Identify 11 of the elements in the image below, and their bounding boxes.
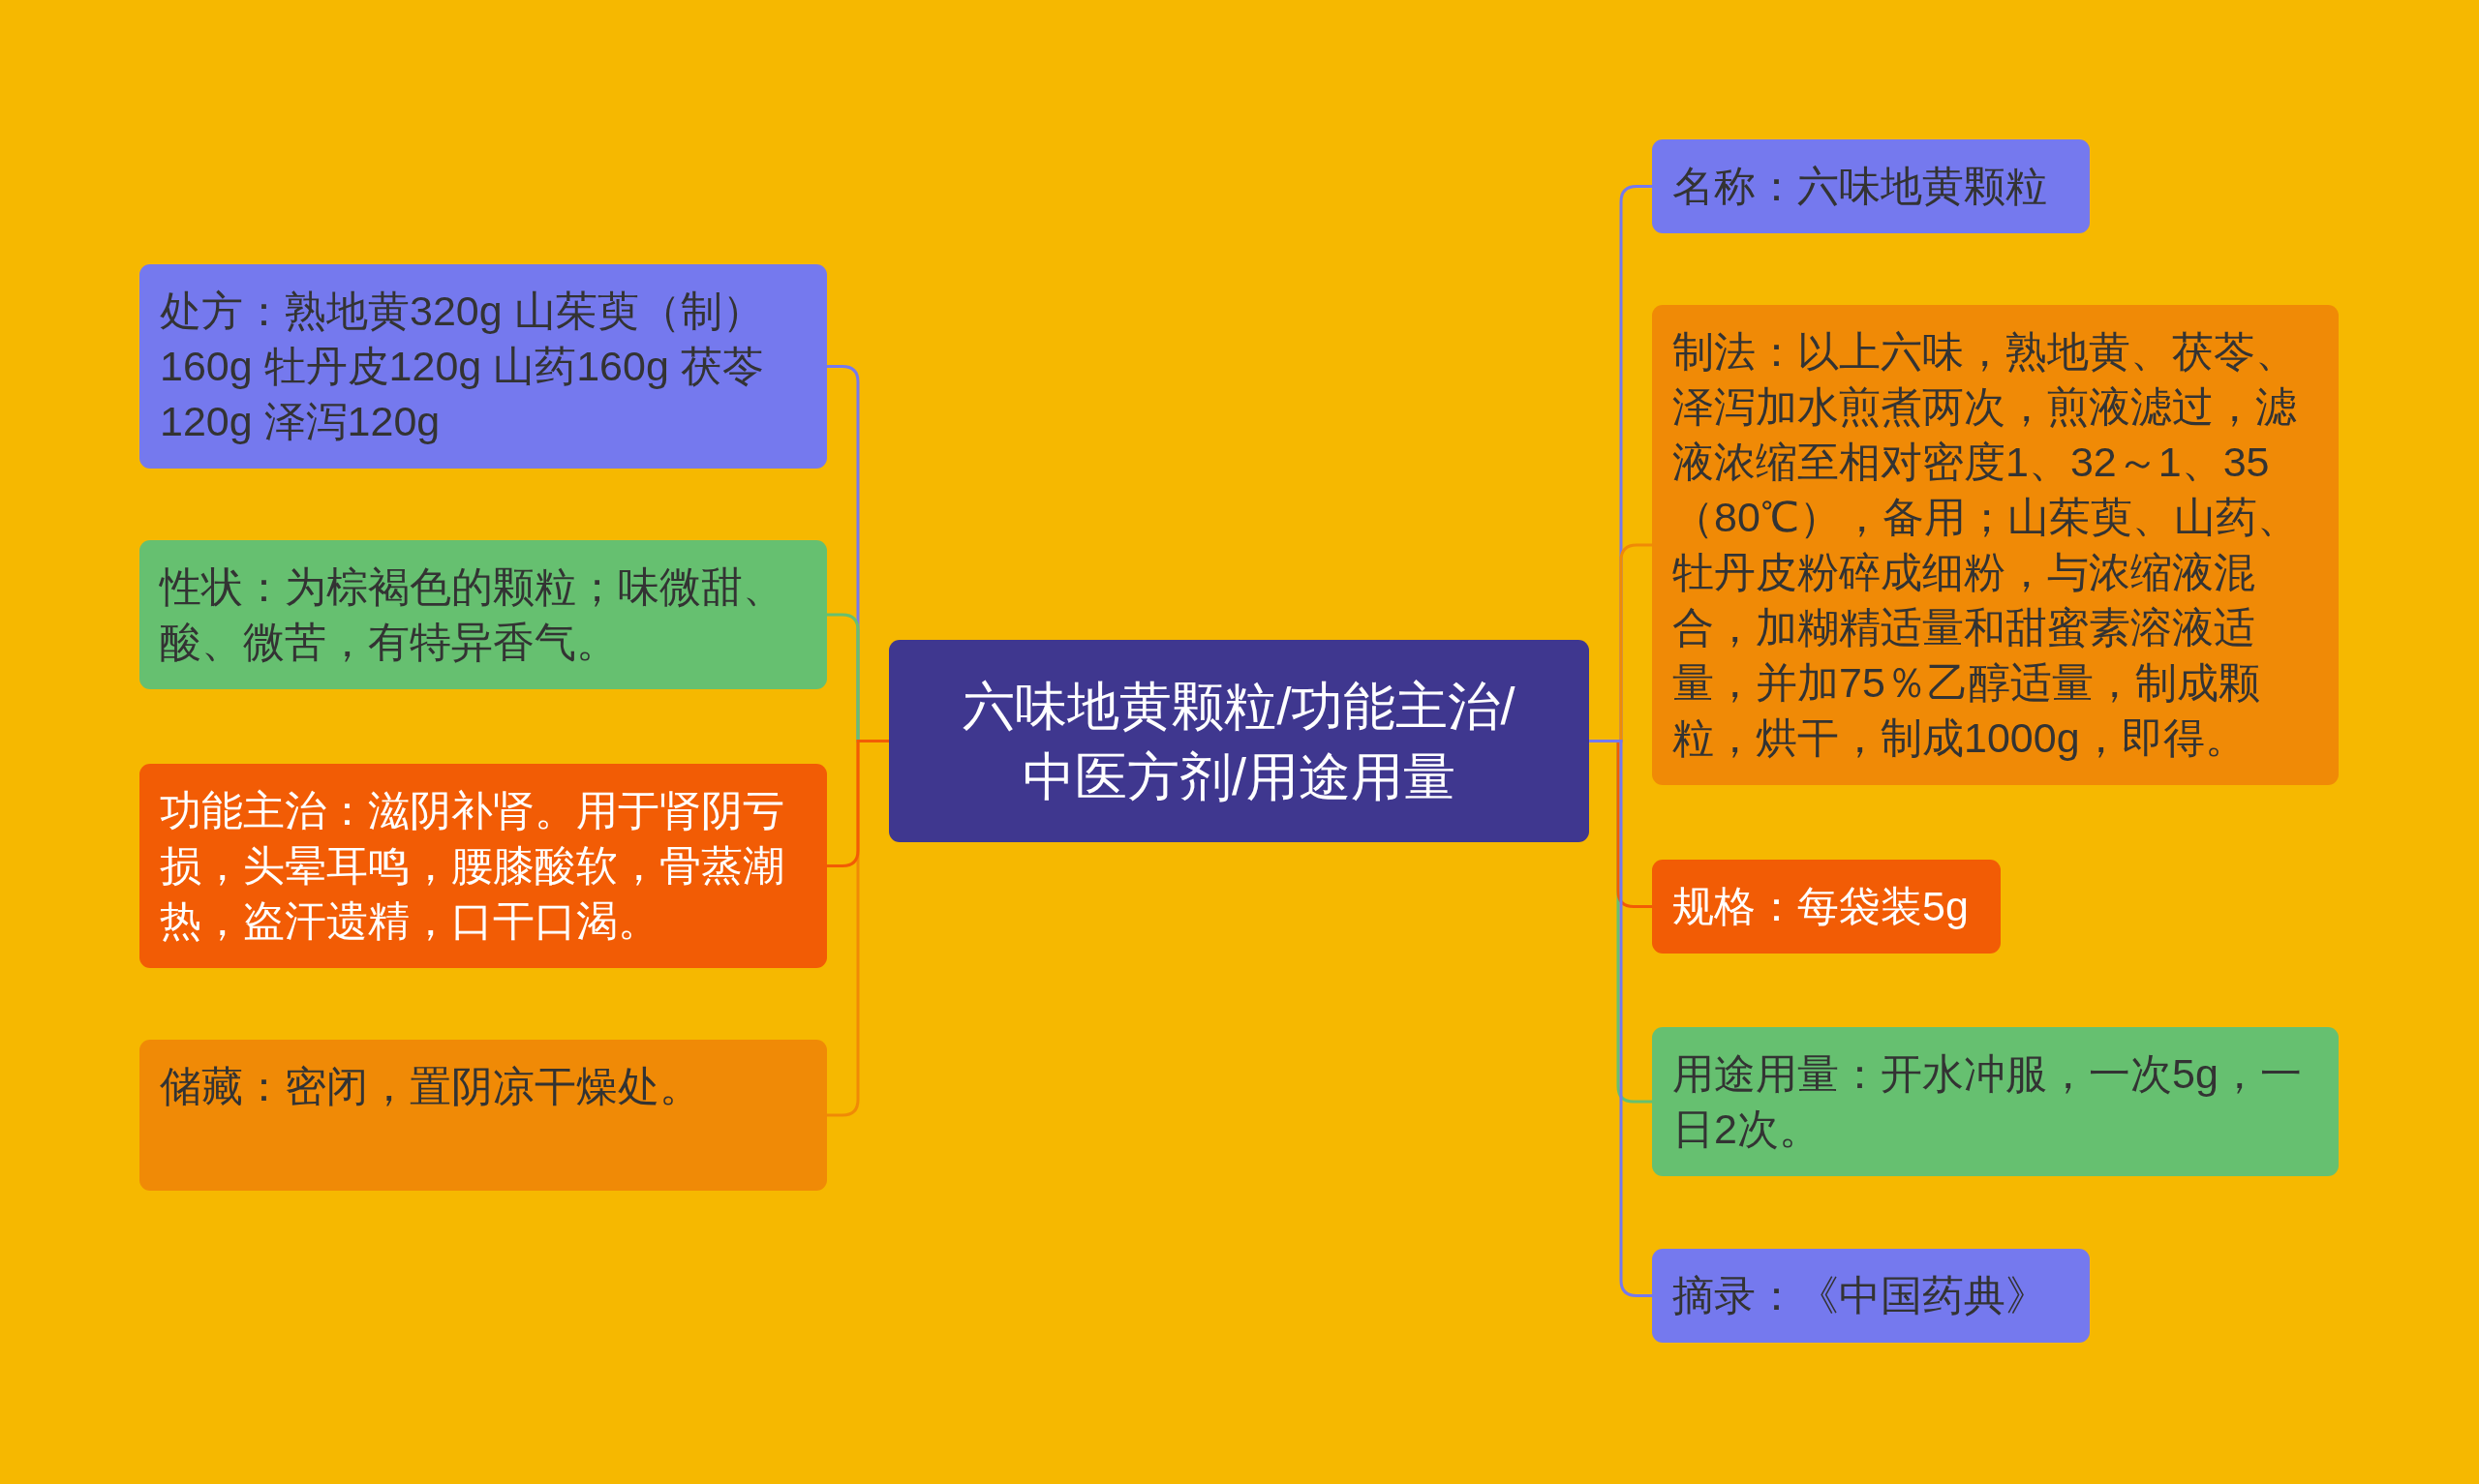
topic-box: 处方：熟地黄320g 山茱萸（制）160g 牡丹皮120g 山药160g 茯苓120g 泽泻120g (139, 264, 827, 469)
topic-box: 名称：六味地黄颗粒 (1652, 139, 2090, 233)
topic-box: 用途用量：开水冲服，一次5g，一日2次。 (1652, 1027, 2339, 1176)
topic-box: 制法：以上六味，熟地黄、茯苓、泽泻加水煎煮两次，煎液滤过，滤液浓缩至相对密度1、32～1、35（80℃），备用；山茱萸、山药、牡丹皮粉碎成细粉，与浓缩液混合，加糊精适量和甜蜜素溶液适量，并加75％乙醇适量，制成颗粒，烘干，制成1000g，即得。 (1652, 305, 2339, 785)
branch-line (827, 740, 889, 867)
topic-box: 功能主治：滋阴补肾。用于肾阴亏损，头晕耳鸣，腰膝酸软，骨蒸潮热，盗汗遗精，口干口渴。 (139, 764, 827, 968)
topic-box: 储藏：密闭，置阴凉干燥处。 (139, 1040, 827, 1191)
central-topic-box: 六味地黄颗粒/功能主治/中医方剂/用途用量 (889, 640, 1589, 842)
topic-box: 规格：每袋装5g (1652, 860, 2001, 954)
topic-box: 摘录：《中国药典》 (1652, 1249, 2090, 1343)
topic-box: 性状：为棕褐色的颗粒；味微甜、酸、微苦，有特异香气。 (139, 540, 827, 689)
